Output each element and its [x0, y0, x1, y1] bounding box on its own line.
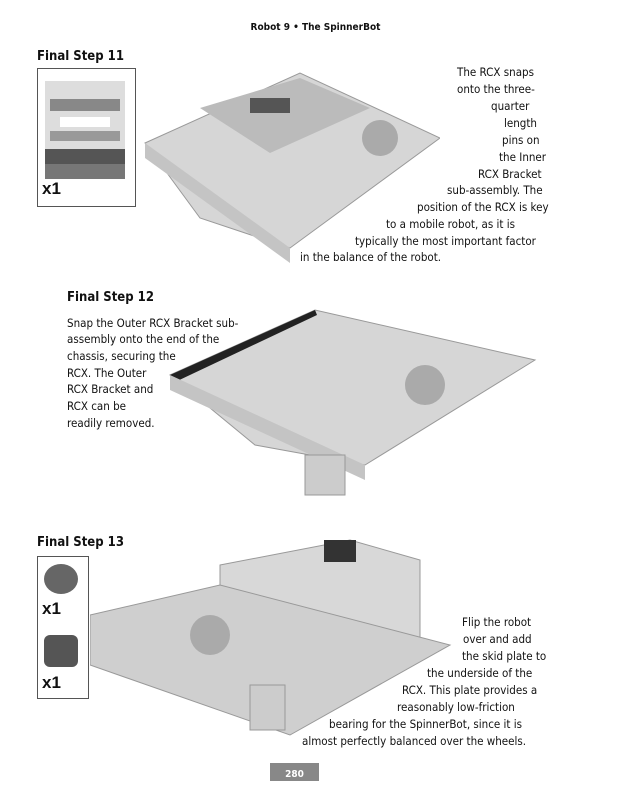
text-line: length [504, 116, 537, 130]
step-11-parts-box: x1 [37, 68, 136, 207]
text-line: Snap the Outer RCX Bracket sub- [67, 316, 239, 330]
text-line: bearing for the SpinnerBot, since it is [329, 717, 523, 731]
text-line: almost perfectly balanced over the wheel… [302, 734, 527, 748]
text-line: RCX can be [67, 399, 127, 413]
text-line: reasonably low-friction [397, 700, 515, 714]
text-line: to a mobile robot, as it is [386, 217, 516, 231]
text-line: the underside of the [427, 666, 533, 680]
text-line: sub-assembly. The [447, 183, 543, 197]
text-line: quarter [491, 99, 530, 113]
text-line: RCX. This plate provides a [402, 683, 538, 697]
text-line: in the balance of the robot. [300, 250, 442, 264]
running-header: Robot 9 • The SpinnerBot [250, 22, 381, 33]
parts-images [44, 564, 78, 667]
step-13-parts-box: x1 x1 [37, 556, 89, 699]
page-number: 280 [270, 763, 319, 781]
text-line: The RCX snaps [457, 65, 534, 79]
text-line: pins on [502, 133, 540, 147]
text-line: the Inner [499, 150, 547, 164]
text-line: assembly onto the end of the [67, 332, 220, 346]
step-12-assembly-image [169, 309, 537, 496]
text-line: the skid plate to [462, 649, 547, 663]
part-quantity: x1 [42, 599, 61, 618]
step-12-title: Final Step 12 [67, 290, 154, 305]
text-line: Flip the robot [462, 615, 532, 629]
rcx-part-image [45, 81, 125, 179]
part-quantity: x1 [42, 673, 61, 692]
text-line: typically the most important factor [355, 234, 536, 248]
text-line: RCX Bracket [478, 167, 542, 181]
part-quantity: x1 [42, 179, 61, 198]
step-13-assembly-image [90, 539, 452, 736]
text-line: RCX. The Outer [67, 366, 147, 380]
step-11-title: Final Step 11 [37, 49, 124, 64]
text-line: chassis, securing the [67, 349, 176, 363]
text-line: position of the RCX is key [417, 200, 549, 214]
text-line: over and add [463, 632, 532, 646]
text-line: readily removed. [67, 416, 155, 430]
text-line: onto the three- [457, 82, 535, 96]
step-11-assembly-image [144, 72, 440, 263]
step-13-title: Final Step 13 [37, 535, 124, 550]
text-line: RCX Bracket and [67, 382, 154, 396]
